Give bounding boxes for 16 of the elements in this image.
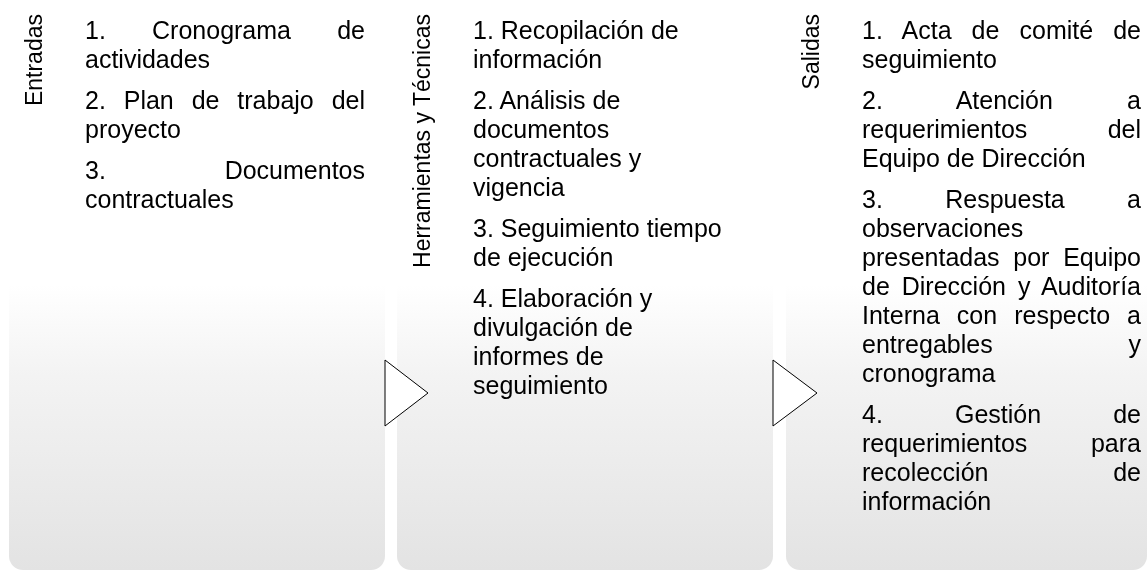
- column-heading: Salidas: [798, 14, 824, 90]
- column-heading: Herramientas y Técnicas: [409, 14, 435, 268]
- list-item: 2. Plan de trabajo del proyecto: [85, 86, 365, 144]
- list-item: 1. Cronograma de actividades: [85, 16, 365, 74]
- list-item: 4. Elaboración y divulgación de informes de seguimiento: [473, 284, 654, 400]
- list-item: 1. Recopilación de información: [473, 16, 680, 74]
- column-heading: Entradas: [21, 14, 47, 107]
- list-item: 3. Documentos contractuales: [85, 156, 365, 214]
- chevron-arrow: [384, 359, 429, 427]
- list-item: 4. Gestión de requerimientos para recolección de información: [862, 400, 1141, 516]
- list-item: 1. Acta de comité de seguimiento: [862, 16, 1141, 74]
- list-item: 3. Respuesta a observaciones presentadas por Equipo de Dirección y Auditoría Interna con respecto a entregables y cronograma: [862, 185, 1141, 388]
- list-item: 3. Seguimiento tiempo de ejecución: [473, 214, 723, 272]
- list-item: 2. Atención a requerimientos del Equipo de Dirección: [862, 86, 1141, 173]
- list-item: 2. Análisis de documentos contractuales y vigencia: [473, 86, 643, 202]
- chevron-arrow: [772, 359, 818, 427]
